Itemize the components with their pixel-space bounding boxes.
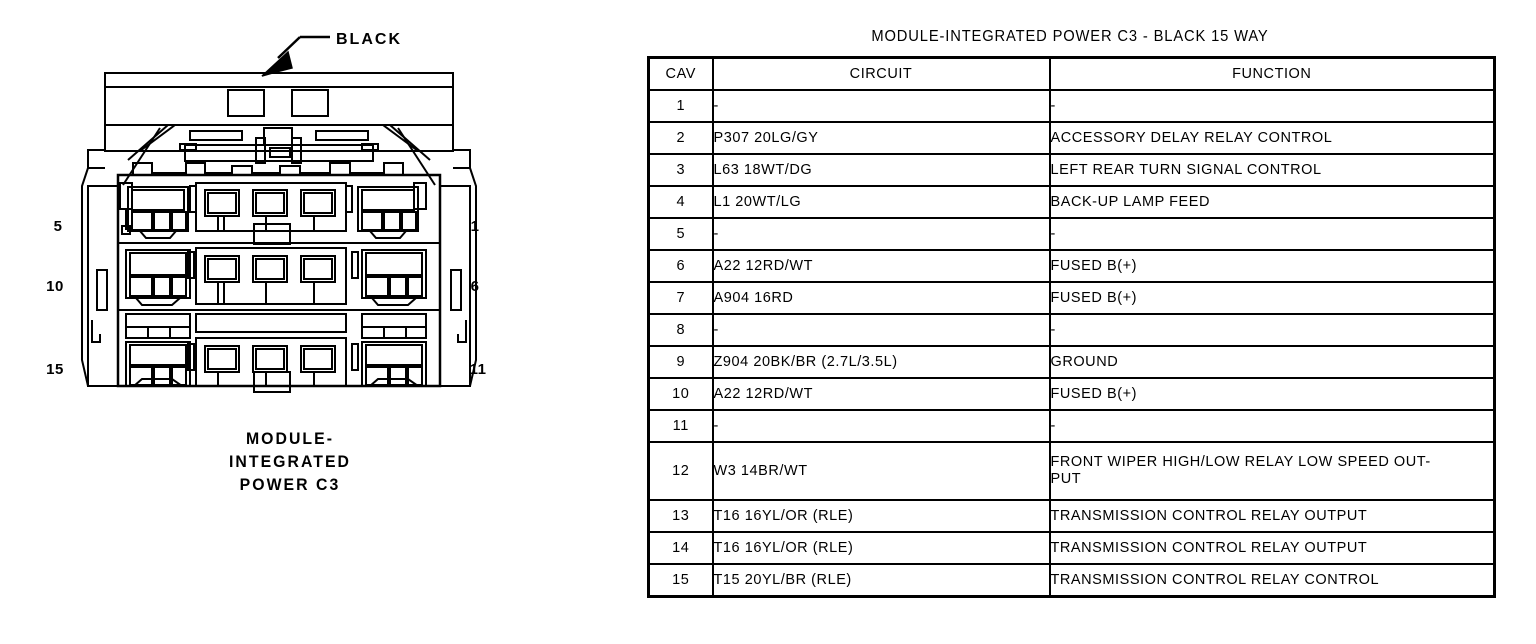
- cell-cav: 3: [647, 153, 714, 187]
- cell-cav: 13: [647, 499, 714, 533]
- cell-circuit: L63 18WT/DG: [711, 153, 1051, 187]
- caption-line-1: MODULE-: [245, 429, 335, 448]
- cell-function: -: [1048, 409, 1496, 443]
- cell-circuit: L1 20WT/LG: [711, 185, 1051, 219]
- connector-caption: MODULE- INTEGRATED POWER C3: [183, 427, 397, 496]
- table-row: 8--: [647, 313, 1496, 347]
- cavity-label-15: 15: [46, 361, 64, 378]
- cavity-label-6: 6: [471, 278, 480, 295]
- cell-function: -: [1048, 313, 1496, 347]
- connector-illustration-panel: BLACK 5 10 15 1 6 11 MODULE- INTEGRATED …: [0, 0, 620, 644]
- cell-cav: 1: [647, 89, 714, 123]
- cell-cav: 7: [647, 281, 714, 315]
- cell-function: -: [1048, 89, 1496, 123]
- cell-circuit: P307 20LG/GY: [711, 121, 1051, 155]
- caption-line-3: POWER C3: [239, 475, 341, 494]
- caption-line-2: INTEGRATED: [228, 452, 352, 471]
- table-title: MODULE-INTEGRATED POWER C3 - BLACK 15 WA…: [871, 28, 1269, 45]
- cell-function: GROUND: [1048, 345, 1496, 379]
- pinout-table-panel: MODULE-INTEGRATED POWER C3 - BLACK 15 WA…: [647, 28, 1496, 598]
- column-header-circuit: CIRCUIT: [711, 56, 1051, 91]
- cell-circuit: T16 16YL/OR (RLE): [711, 499, 1051, 533]
- column-header-cav: CAV: [647, 56, 714, 91]
- cell-function: -: [1048, 217, 1496, 251]
- cavity-label-10: 10: [46, 278, 64, 295]
- cell-circuit: A904 16RD: [711, 281, 1051, 315]
- table-row: 1--: [647, 89, 1496, 123]
- cell-circuit: Z904 20BK/BR (2.7L/3.5L): [711, 345, 1051, 379]
- cavity-row-bottom: [125, 313, 427, 393]
- cell-function: LEFT REAR TURN SIGNAL CONTROL: [1048, 153, 1496, 187]
- cell-cav: 15: [647, 563, 714, 598]
- table-row: 5--: [647, 217, 1496, 251]
- connector-upper-shelf: [104, 124, 454, 186]
- connector-key-detail: [179, 127, 379, 164]
- cavity-label-1: 1: [471, 218, 480, 235]
- connector-castellation: [132, 162, 404, 176]
- column-header-function: FUNCTION: [1048, 56, 1496, 91]
- table-row: 11--: [647, 409, 1496, 443]
- cavity-label-11: 11: [470, 361, 487, 378]
- black-callout-label: BLACK: [336, 31, 402, 48]
- cell-function: TRANSMISSION CONTROL RELAY OUTPUT: [1048, 531, 1496, 565]
- connector-top-cap: [104, 72, 454, 126]
- black-callout-leader: [261, 35, 330, 77]
- cavity-label-5: 5: [54, 218, 63, 235]
- cell-cav: 12: [647, 441, 714, 501]
- connector-cavity-body: [116, 173, 442, 388]
- cell-function: TRANSMISSION CONTROL RELAY CONTROL: [1048, 563, 1496, 598]
- cell-function: FUSED B(+): [1048, 281, 1496, 315]
- cell-cav: 14: [647, 531, 714, 565]
- cell-cav: 9: [647, 345, 714, 379]
- cell-cav: 5: [647, 217, 714, 251]
- cell-cav: 4: [647, 185, 714, 219]
- cell-circuit: T15 20YL/BR (RLE): [711, 563, 1051, 598]
- connector-drawing: BLACK 5 10 15 1 6 11: [46, 31, 487, 393]
- cavity-row-middle: [125, 247, 427, 306]
- cell-circuit: -: [711, 217, 1051, 251]
- cavity-row-top: [119, 182, 427, 245]
- connector-side-wings: [81, 149, 477, 387]
- cell-function: ACCESSORY DELAY RELAY CONTROL: [1048, 121, 1496, 155]
- cell-circuit: A22 12RD/WT: [711, 377, 1051, 411]
- cell-circuit: -: [711, 409, 1051, 443]
- cell-circuit: -: [711, 313, 1051, 347]
- table-header-row: CAV CIRCUIT FUNCTION: [647, 56, 1496, 91]
- cell-cav: 8: [647, 313, 714, 347]
- cell-function: TRANSMISSION CONTROL RELAY OUTPUT: [1048, 499, 1496, 533]
- cell-cav: 2: [647, 121, 714, 155]
- cell-function: BACK-UP LAMP FEED: [1048, 185, 1496, 219]
- cell-cav: 10: [647, 377, 714, 411]
- cell-circuit: A22 12RD/WT: [711, 249, 1051, 283]
- cell-cav: 6: [647, 249, 714, 283]
- cell-circuit: T16 16YL/OR (RLE): [711, 531, 1051, 565]
- cell-circuit: W3 14BR/WT: [711, 441, 1051, 501]
- cell-circuit: -: [711, 89, 1051, 123]
- cell-function: FUSED B(+): [1048, 377, 1496, 411]
- cell-cav: 11: [647, 409, 714, 443]
- cell-function: FUSED B(+): [1048, 249, 1496, 283]
- cell-function: FRONT WIPER HIGH/LOW RELAY LOW SPEED OUT…: [1048, 441, 1496, 501]
